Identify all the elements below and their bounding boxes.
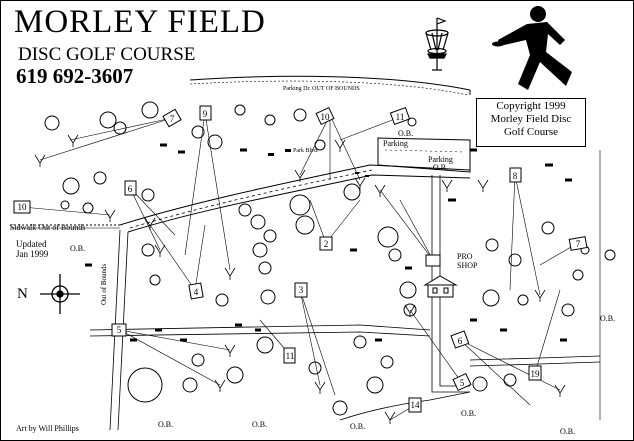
hole-number: 11	[286, 351, 295, 361]
updated-label: Updated Jan 1999	[16, 239, 49, 259]
tee-pad-icon	[13, 105, 588, 413]
hole-number: 6	[128, 184, 133, 194]
copyright-line: Golf Course	[503, 126, 559, 138]
page-subtitle: DISC GOLF COURSE	[18, 44, 196, 65]
ob-label: O.B.	[461, 409, 477, 418]
park-blvd-label: Park Blvd.	[293, 148, 319, 154]
art-credit: Art by Will Phillips	[16, 424, 79, 433]
hole-number: 9	[203, 109, 208, 119]
parking-label: Parking	[383, 139, 408, 148]
phone-number: 619 692-3607	[16, 64, 134, 88]
ob-label: O.B.	[560, 427, 576, 436]
hole-number: 5	[460, 378, 465, 388]
lower-path	[89, 324, 431, 331]
park-blvd-edge2	[127, 174, 471, 233]
hole-number: 11	[396, 112, 405, 122]
ob-label: O.B.	[70, 244, 86, 253]
hole-number: 7	[170, 114, 175, 124]
copyright-line: Copyright 1999	[496, 100, 566, 112]
ob-label: O.B.	[252, 420, 268, 429]
ob-label: O.B.	[600, 314, 616, 323]
ob-label: O.B.	[350, 422, 366, 431]
ob-label: O.B.	[158, 420, 174, 429]
disc-golf-basket-icon	[425, 17, 449, 71]
disc-thrower-icon	[492, 6, 572, 90]
pro-shop-label: PRO SHOP	[457, 252, 478, 270]
park-blvd-center	[129, 169, 373, 229]
hole-number: 19	[531, 369, 541, 379]
hole-number: 8	[513, 171, 518, 181]
parking-out-of-bounds-label: Parking Dr. OUT OF BOUNDS	[283, 86, 360, 92]
pro-shop-path	[431, 175, 470, 393]
parking-road-edge	[189, 75, 471, 91]
north-label: N	[17, 286, 28, 302]
copyright-line: Morley Field Disc	[490, 113, 572, 125]
hole-number: 6	[458, 336, 463, 346]
ob-label: O.B.	[398, 129, 414, 138]
hole-numbers: 7 9 10 11 6 10 2 8 7 3 4 5 11 6 19 5 14	[18, 109, 581, 410]
parking-markers	[268, 149, 369, 177]
parking-ob-label: Parking O.B.	[428, 155, 453, 172]
copyright-box: Copyright 1999 Morley Field Disc Golf Co…	[476, 98, 586, 147]
park-blvd-edge	[119, 164, 471, 226]
out-of-bounds-label: Out of Bounds	[100, 263, 108, 305]
hole-number: 10	[18, 202, 28, 212]
hole-number: 10	[321, 112, 331, 122]
basket-icon	[34, 134, 566, 424]
page-title: MORLEY FIELD	[14, 4, 266, 40]
tree-icon	[44, 101, 616, 416]
hole-number: 2	[324, 239, 329, 249]
pro-shop-icon	[423, 275, 458, 298]
compass-icon	[40, 274, 80, 314]
parking-lot	[377, 137, 471, 173]
hole-number: 3	[299, 285, 304, 295]
sidewalk-label: Sidwalk Out of Bounds	[10, 223, 86, 232]
hole-number: 7	[576, 239, 581, 249]
hole-number: 14	[411, 400, 421, 410]
tee-markers	[85, 143, 572, 342]
hole-number: 5	[117, 325, 122, 335]
hole-number: 4	[194, 287, 199, 297]
